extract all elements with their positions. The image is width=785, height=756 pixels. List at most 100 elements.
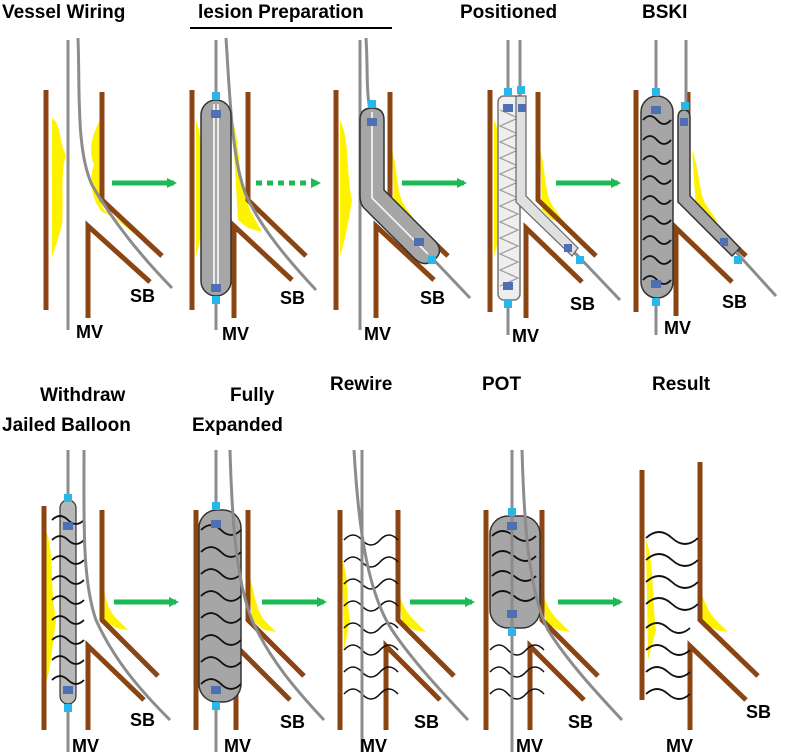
catheter-tip-icon [428,256,436,264]
panel-withdraw-jailed-balloon: Withdraw Jailed Balloon MV SB [2,385,172,756]
stent-struts [51,515,85,685]
catheter-tip-icon [508,628,516,636]
plaque-left [340,120,352,256]
vessel-wall-right-upper [245,510,306,678]
vessel-wall-right-lower [85,220,152,318]
marker-icon [63,522,73,530]
mv-label: MV [72,736,99,756]
stent-struts [491,530,537,602]
plaque-left [46,530,56,684]
plaque-right [540,150,564,222]
panel-title: Positioned [460,2,557,23]
marker-icon [651,106,661,114]
catheter-tip-icon [681,102,689,110]
panel-fully-expanded: Fully Expanded MV SB [192,385,326,756]
mv-label: MV [666,736,693,756]
marker-icon [503,282,513,290]
side-wire [352,449,470,722]
vessel-wall-right-upper [99,510,160,678]
panel-lesion-preparation: lesion Preparation MV SB [189,2,392,344]
marker-icon [518,104,526,112]
catheter-tip-icon [212,296,220,304]
panel-title: Result [652,374,711,395]
panel-title: Rewire [330,374,392,395]
balloon [59,499,77,705]
stent-struts [343,534,399,700]
catheter-tip-icon [64,494,72,502]
panel-title-line2: Jailed Balloon [2,415,131,436]
sb-label: SB [414,712,439,732]
marker-icon [414,238,424,246]
catheter-tip-icon [517,86,525,94]
vessel-wall-right-lower [85,640,146,730]
sb-label: SB [746,702,771,722]
sb-label: SB [280,288,305,308]
mv-label: MV [512,326,539,346]
side-wire [520,449,624,722]
plaque-right [398,590,426,632]
vessel-wall-right-upper [245,92,308,258]
catheter-tip-icon [368,100,376,108]
sb-label: SB [568,712,593,732]
plaque-right [232,120,262,232]
side-balloon [515,95,579,257]
mv-label: MV [360,736,387,756]
sb-label: SB [280,712,305,732]
stent-struts [200,524,242,690]
panel-vessel-wiring: Vessel Wiring MV SB [2,2,174,342]
marker-icon [503,104,513,112]
stent-struts [645,531,699,700]
catheter-tip-icon [734,256,742,264]
panel-title: BSKI [642,2,687,23]
panel-title: Vessel Wiring [2,2,125,23]
catheter-tip-icon [212,502,220,510]
vessel-wall-right-upper [539,510,600,678]
catheter-tip-icon [576,256,584,264]
side-wire [76,37,174,290]
marker-icon [211,686,221,694]
panel-title: POT [482,374,521,395]
panel-positioned: Positioned MV SB [460,2,622,346]
sb-label: SB [722,292,747,312]
plaque-right [91,120,140,238]
plaque-right [700,590,728,632]
panel-bski: BSKI MV SB [633,2,778,338]
panel-title-line2: Expanded [192,415,283,436]
vessel-wall-right-lower [523,222,584,318]
balloon [359,107,441,265]
side-wire [518,40,622,302]
marker-icon [211,520,221,528]
mv-label: MV [516,736,543,756]
panel-title-line1: Withdraw [40,385,126,406]
mv-label: MV [664,318,691,338]
plaque-right [102,580,128,630]
side-wire [82,449,172,722]
marker-icon [63,686,73,694]
marker-icon [720,238,728,246]
stent-struts [489,644,545,700]
panel-rewire: Rewire MV SB [330,374,470,756]
marker-icon [211,284,221,292]
catheter-tip-icon [64,704,72,712]
vessel-wall-right-lower [231,220,294,318]
vessel-wall-right-upper [99,92,164,258]
plaque-right [248,570,276,632]
catheter-tip-icon [504,300,512,308]
side-wire [364,37,372,111]
catheter-tip-icon [504,88,512,96]
sb-label: SB [130,710,155,730]
sb-label: SB [570,294,595,314]
panel-title-line1: Fully [230,385,275,406]
side-wire [228,449,326,722]
balloon-shaft [371,112,429,255]
marker-icon [507,522,517,530]
mv-label: MV [364,324,391,344]
vessel-wall-right-upper [697,462,760,678]
vessel-wall-right-lower [687,640,748,730]
marker-icon [211,110,221,118]
marker-icon [507,610,517,618]
panel-result: Result MV SB [639,374,771,756]
marker-icon [651,280,661,288]
panel-title: lesion Preparation [198,2,364,23]
